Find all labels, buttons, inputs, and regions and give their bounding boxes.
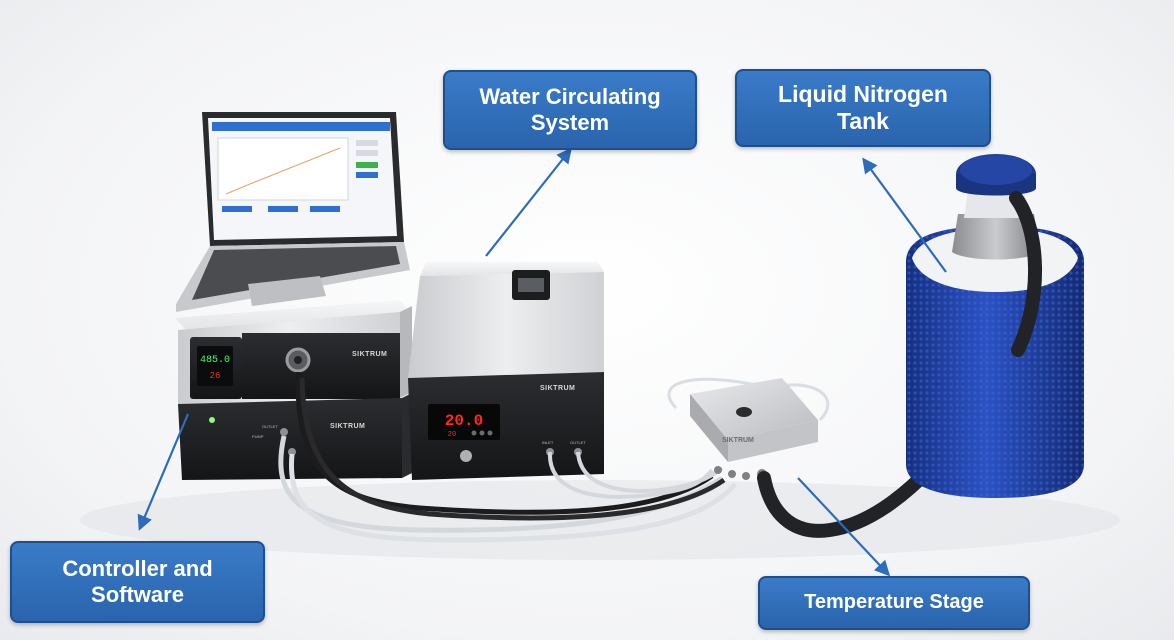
controller-brand-logo: SIKTRUM (352, 351, 387, 358)
arrow-to-ln2-tank (862, 157, 947, 273)
temperature-stage: SIKTRUM (690, 378, 818, 480)
circulator-setpoint-display: 20 (448, 431, 456, 439)
circulator-inlet-label: INLET (542, 440, 554, 445)
label-liquid-nitrogen-tank: Liquid Nitrogen Tank (735, 69, 991, 147)
arrow-to-water-system (485, 147, 572, 257)
circulator-brand-logo: SIKTRUM (540, 385, 575, 392)
circulator-outlet-label: OUTLET (570, 440, 586, 445)
laptop (176, 112, 410, 312)
ln2-hose-top (1009, 191, 1043, 357)
water-circulator: SIKTRUM 20.0 20 INLET OUTLET (408, 262, 604, 480)
arrow-to-controller (137, 413, 190, 531)
controller-brand-logo-lower: SIKTRUM (330, 423, 365, 430)
stage-brand-logo: SIKTRUM (722, 437, 754, 444)
label-controller-and-software: Controller and Software (10, 541, 265, 623)
label-controller-line-1: Controller and (62, 556, 213, 582)
label-ln2-line-2: Tank (837, 108, 889, 134)
controller-pv-display: 485.0 (200, 355, 230, 366)
ln2-dewar (906, 154, 1084, 498)
controller-unit: 485.0 26 SIKTRUM SIKTRUM PUMP OUTLET (175, 300, 414, 480)
controller-outlet-label: OUTLET (262, 424, 278, 429)
label-water-circulating-system: Water Circulating System (443, 70, 697, 150)
tubing (278, 371, 830, 543)
label-temperature-stage: Temperature Stage (758, 576, 1030, 630)
label-water-line-1: Water Circulating (479, 84, 661, 110)
controller-sv-display: 26 (210, 371, 221, 381)
label-ln2-line-1: Liquid Nitrogen (778, 80, 948, 107)
callout-arrows (137, 147, 947, 577)
label-temperature-stage-text: Temperature Stage (804, 591, 984, 614)
arrow-to-temperature-stage (797, 477, 891, 577)
circulator-temp-display: 20.0 (445, 412, 483, 430)
label-controller-line-2: Software (91, 582, 184, 607)
controller-pump-label: PUMP (252, 434, 264, 439)
label-water-line-2: System (530, 110, 610, 135)
